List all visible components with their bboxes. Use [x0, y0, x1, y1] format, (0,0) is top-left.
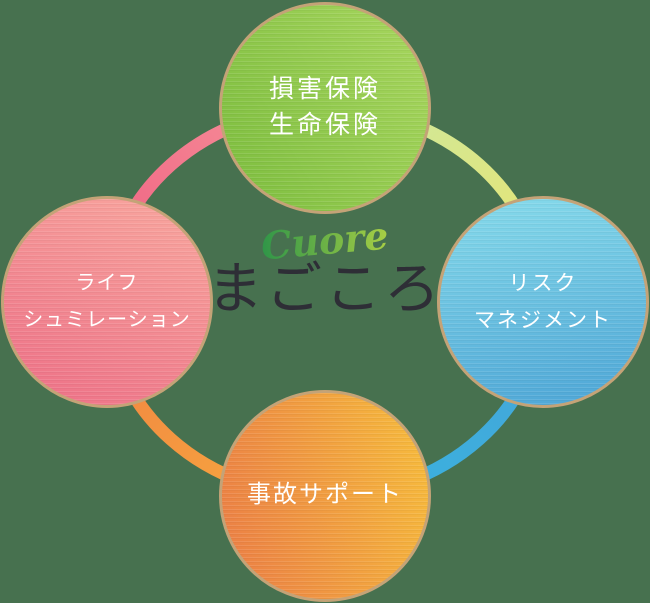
node-label-line: ライフ [75, 272, 139, 294]
node-label-line: シュミレーション [23, 309, 191, 331]
node-label-line: 損害保険 [268, 75, 381, 103]
brand-main-text: まごころ [207, 259, 443, 321]
node-life-simulation-label: ライフ シュミレーション [23, 265, 191, 339]
node-life-simulation: ライフ シュミレーション [1, 196, 213, 408]
node-label-line: リスク [508, 271, 578, 296]
node-insurance-label: 損害保険 生命保険 [269, 72, 381, 145]
node-label-line: 事故サポート [247, 482, 403, 509]
node-risk-management-label: リスク マネジメント [474, 265, 612, 339]
center-logo: Cuore まごころ [0, 213, 650, 322]
brand-script-text: Cuore [259, 212, 391, 269]
node-label-line: マネジメント [474, 308, 612, 332]
node-accident-support: 事故サポート [219, 390, 431, 602]
node-risk-management: リスク マネジメント [437, 196, 649, 408]
node-accident-support-label: 事故サポート [247, 479, 403, 513]
node-label-line: 生命保険 [268, 112, 381, 139]
node-insurance: 損害保険 生命保険 [219, 2, 431, 214]
